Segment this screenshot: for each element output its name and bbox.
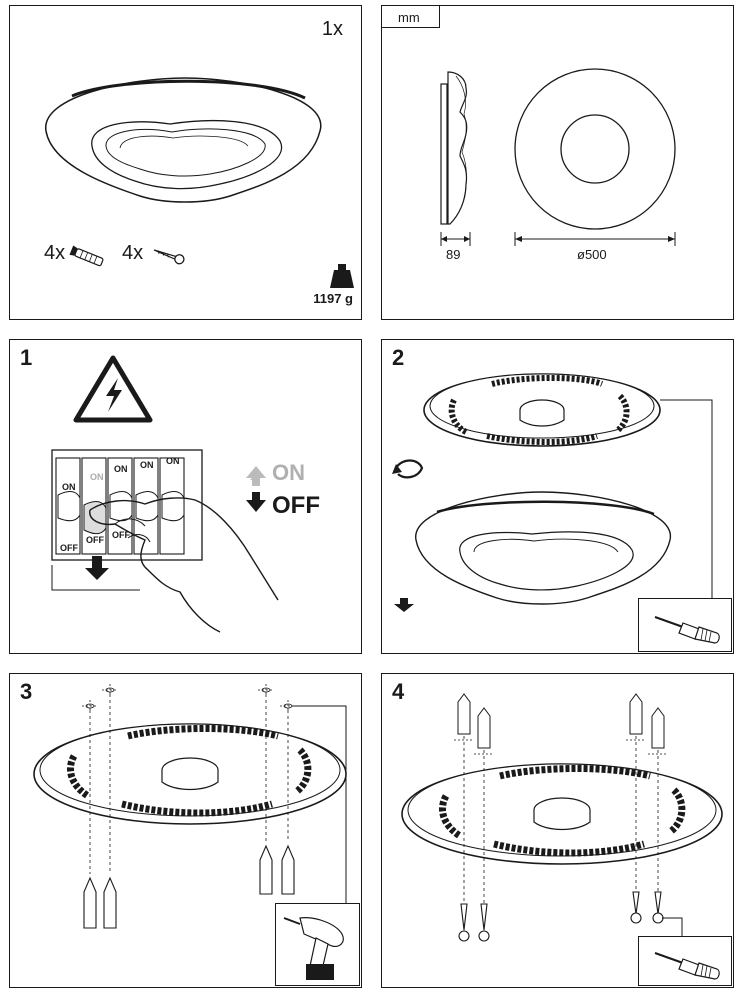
step4-panel: 4: [381, 673, 734, 988]
power-drill-icon: [283, 917, 344, 980]
dowel-icon: [69, 245, 104, 267]
step2-panel: 2: [381, 339, 734, 654]
step-number: 3: [20, 679, 33, 704]
screw-icon: [458, 891, 664, 942]
breaker-panel: [51, 449, 203, 591]
drill-marks: [82, 684, 296, 712]
step3-panel: 3: [9, 673, 362, 988]
screwdriver-inset: [638, 598, 732, 652]
drill-inset: [275, 903, 360, 986]
legend-on: ON: [272, 460, 305, 485]
breaker-off-label-1: OFF: [60, 543, 78, 553]
step2-illustration: [392, 373, 713, 630]
weight-value: 1197 g: [313, 291, 353, 306]
lamp-cover-illustration: [45, 77, 322, 203]
step1-illustration: [51, 355, 279, 633]
depth-value: 89: [446, 247, 461, 262]
step-number: 1: [20, 345, 33, 370]
lamp-top-view: [514, 68, 676, 230]
led-base-plate: [33, 723, 347, 825]
led-base-plate: [423, 373, 661, 447]
screwdriver-icon: [654, 616, 720, 644]
dimensions-panel: mm 89 ø500: [381, 5, 734, 320]
dimension-drawing: [440, 68, 676, 246]
lamp-quantity: 1x: [321, 18, 343, 40]
lamp-cover: [415, 491, 671, 605]
led-base-plate: [401, 763, 723, 865]
step4-illustration: [401, 693, 723, 942]
screw-icon: [153, 249, 185, 265]
pencil-icon: [83, 844, 295, 929]
breaker-on-label-2: ON: [90, 472, 104, 482]
screw-quantity: 4x: [122, 242, 144, 264]
high-voltage-warning-icon: [73, 355, 153, 423]
weight-icon: [330, 264, 354, 288]
diameter-value: ø500: [577, 247, 607, 262]
breaker-on-label-4: ON: [140, 460, 154, 470]
screwdriver-icon: [654, 952, 720, 980]
unit-label: mm: [398, 10, 420, 25]
dowel-quantity: 4x: [44, 242, 66, 264]
contents-panel: 1x 4x 4x 1197 g: [9, 5, 362, 320]
lamp-side-profile: [440, 71, 468, 225]
step1-panel: 1 ON ON ON ON: [9, 339, 362, 654]
breaker-off-label-2: OFF: [86, 535, 104, 545]
step-number: 4: [392, 679, 405, 704]
dowel-icon: [457, 693, 665, 749]
breaker-off-label-3: OFF: [112, 530, 130, 540]
step3-illustration: [33, 684, 347, 929]
breaker-on-label-1: ON: [62, 482, 76, 492]
step-number: 2: [392, 345, 405, 370]
screwdriver-inset: [638, 936, 732, 986]
legend-off: OFF: [272, 492, 320, 519]
breaker-on-label-3: ON: [114, 464, 128, 474]
breaker-on-label-5: ON: [166, 456, 180, 466]
